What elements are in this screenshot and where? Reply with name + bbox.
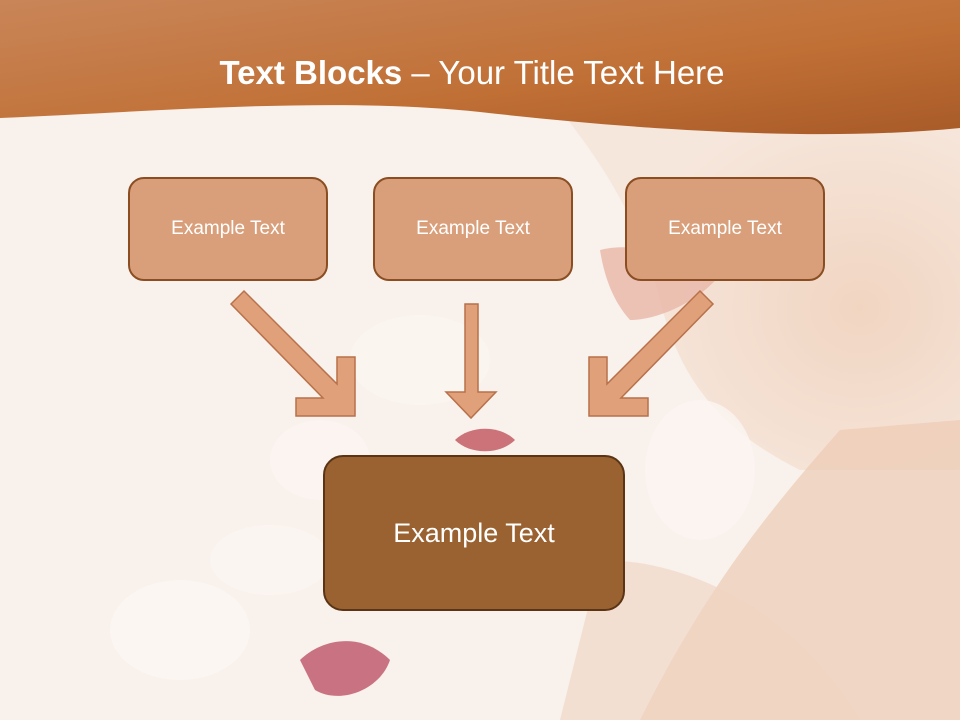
text-block-3-label: Example Text [668, 218, 782, 239]
title-bold: Text Blocks [219, 54, 403, 91]
text-block-2-label: Example Text [416, 218, 530, 239]
text-block-main[interactable]: Example Text [323, 455, 625, 611]
text-block-3[interactable]: Example Text [625, 177, 825, 281]
title-dash: – [402, 54, 439, 91]
text-block-1-label: Example Text [171, 218, 285, 239]
text-block-1[interactable]: Example Text [128, 177, 328, 281]
text-block-2[interactable]: Example Text [373, 177, 573, 281]
title-rest: Your Title Text Here [438, 54, 725, 91]
slide-title: Text Blocks – Your Title Text Here [0, 54, 944, 92]
text-block-main-label: Example Text [393, 517, 555, 548]
